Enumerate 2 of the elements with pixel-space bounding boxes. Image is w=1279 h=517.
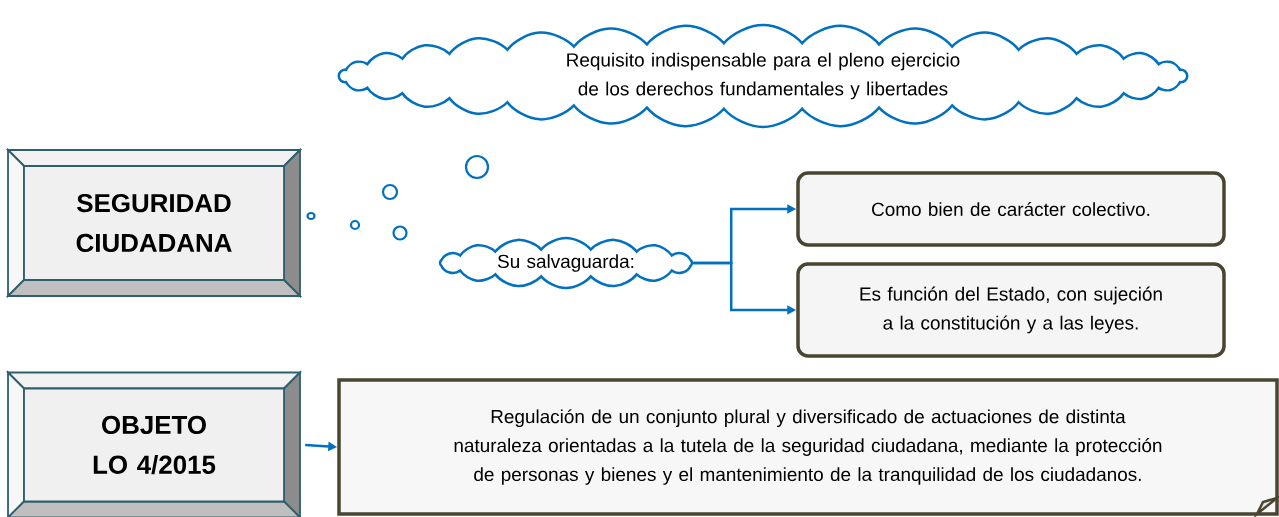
rounded-box: Como bien de carácter colectivo. [796, 171, 1226, 247]
rounded-box: Es función del Estado, con sujeción a la constitución y a las leyes. [796, 262, 1226, 358]
